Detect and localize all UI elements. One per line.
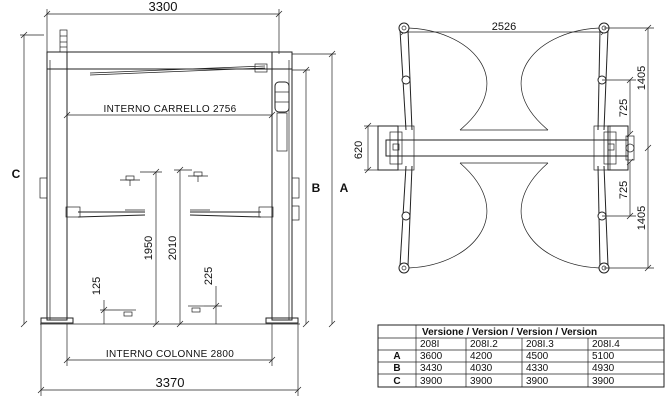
left-carriage-block (377, 125, 415, 171)
dimension-depth-value: 620 (353, 141, 365, 159)
dimension-arm-mid-top-value: 725 (618, 99, 630, 117)
pad-bottom-left (398, 262, 410, 274)
dimension-height-2010: 2010 (167, 166, 192, 328)
dimension-top-width-value: 2526 (492, 21, 516, 33)
dimension-height-1950-value: 1950 (143, 236, 155, 260)
right-base-plate (265, 317, 299, 324)
dimension-top-width: 2526 (400, 21, 608, 36)
dimension-arm-bottom-value: 1405 (636, 206, 648, 230)
table-cell: 3430 (420, 363, 443, 374)
table-cell: 4930 (592, 363, 615, 374)
lift-pad-lowered-left (120, 309, 136, 317)
model-header: 208I.3 (526, 339, 554, 350)
model-header: 208I (420, 339, 439, 350)
left-lift-arm (65, 206, 146, 218)
table-cell: 4030 (470, 363, 493, 374)
top-view-main-beam (385, 135, 635, 161)
right-lift-arm (189, 206, 274, 218)
dimension-height-1950: 1950 (140, 168, 162, 328)
table-cell: 3600 (420, 351, 443, 362)
dimension-arm-bottom: 1405 (604, 148, 654, 272)
cable-duct (59, 29, 68, 53)
row-label: B (393, 363, 400, 374)
dimension-overall-top: 3300 (43, 0, 283, 54)
table-cell: 3900 (592, 376, 615, 387)
arm-swing-arcs (403, 27, 605, 269)
dimension-arm-mid-bottom-value: 725 (618, 181, 630, 199)
versions-table-title: Versione / Version / Version / Version (422, 327, 597, 338)
top-view: 2526 (353, 21, 654, 274)
lift-pad-lowered-right (188, 305, 204, 313)
dimension-c: C (12, 31, 44, 328)
dimension-arm-mid-bottom: 725 (602, 158, 636, 220)
table-cell: 3900 (420, 376, 443, 387)
dimension-arm-top-value: 1405 (636, 66, 648, 90)
dimension-low-225-value: 225 (203, 267, 215, 285)
motor (274, 81, 290, 113)
row-label: C (393, 376, 400, 387)
versions-table: Versione / Version / Version / Version 2… (377, 324, 665, 388)
table-cell: 4330 (526, 363, 549, 374)
top-crossbeam (46, 51, 293, 76)
dimension-inner-carriage-label: INTERNO CARRELLO 2756 (103, 104, 236, 115)
dimension-overall-bottom-value: 3370 (156, 375, 185, 390)
dimension-b: B (292, 66, 321, 328)
right-carriage-block (593, 125, 629, 171)
table-cell: 4200 (470, 351, 493, 362)
table-cell: 3900 (526, 376, 549, 387)
dimension-a: A (292, 50, 349, 328)
left-column (39, 51, 68, 321)
table-cell: 3900 (470, 376, 493, 387)
dimension-overall-top-value: 3300 (149, 0, 178, 14)
pad-top-left (398, 22, 410, 34)
dimension-depth: 620 (353, 122, 378, 174)
model-header: 208I.2 (470, 339, 498, 350)
dimension-b-label: B (312, 181, 321, 195)
dimension-low-125: 125 (91, 277, 120, 324)
table-cell: 4500 (526, 351, 549, 362)
table-cell: 5100 (592, 351, 615, 362)
dimension-inner-carriage: INTERNO CARRELLO 2756 (63, 104, 276, 210)
dimension-low-125-value: 125 (91, 277, 103, 295)
dimension-inner-columns: INTERNO COLONNE 2800 (63, 324, 276, 366)
dimension-arm-mid-top: 725 (602, 76, 636, 138)
row-label: A (393, 351, 400, 362)
left-base-plate (40, 317, 74, 324)
lift-pad-raised-right (188, 171, 208, 182)
dimension-overall-bottom: 3370 (37, 324, 302, 396)
front-view: 3300 (12, 0, 349, 396)
lift-pad-raised-left (120, 175, 140, 186)
dimension-a-label: A (340, 181, 349, 195)
right-column (271, 51, 300, 321)
dimension-c-label: C (12, 167, 21, 181)
dimension-inner-columns-label: INTERNO COLONNE 2800 (106, 349, 234, 360)
dimension-low-225: 225 (203, 267, 222, 324)
dimension-height-2010-value: 2010 (167, 236, 179, 260)
model-header: 208I.4 (592, 339, 620, 350)
